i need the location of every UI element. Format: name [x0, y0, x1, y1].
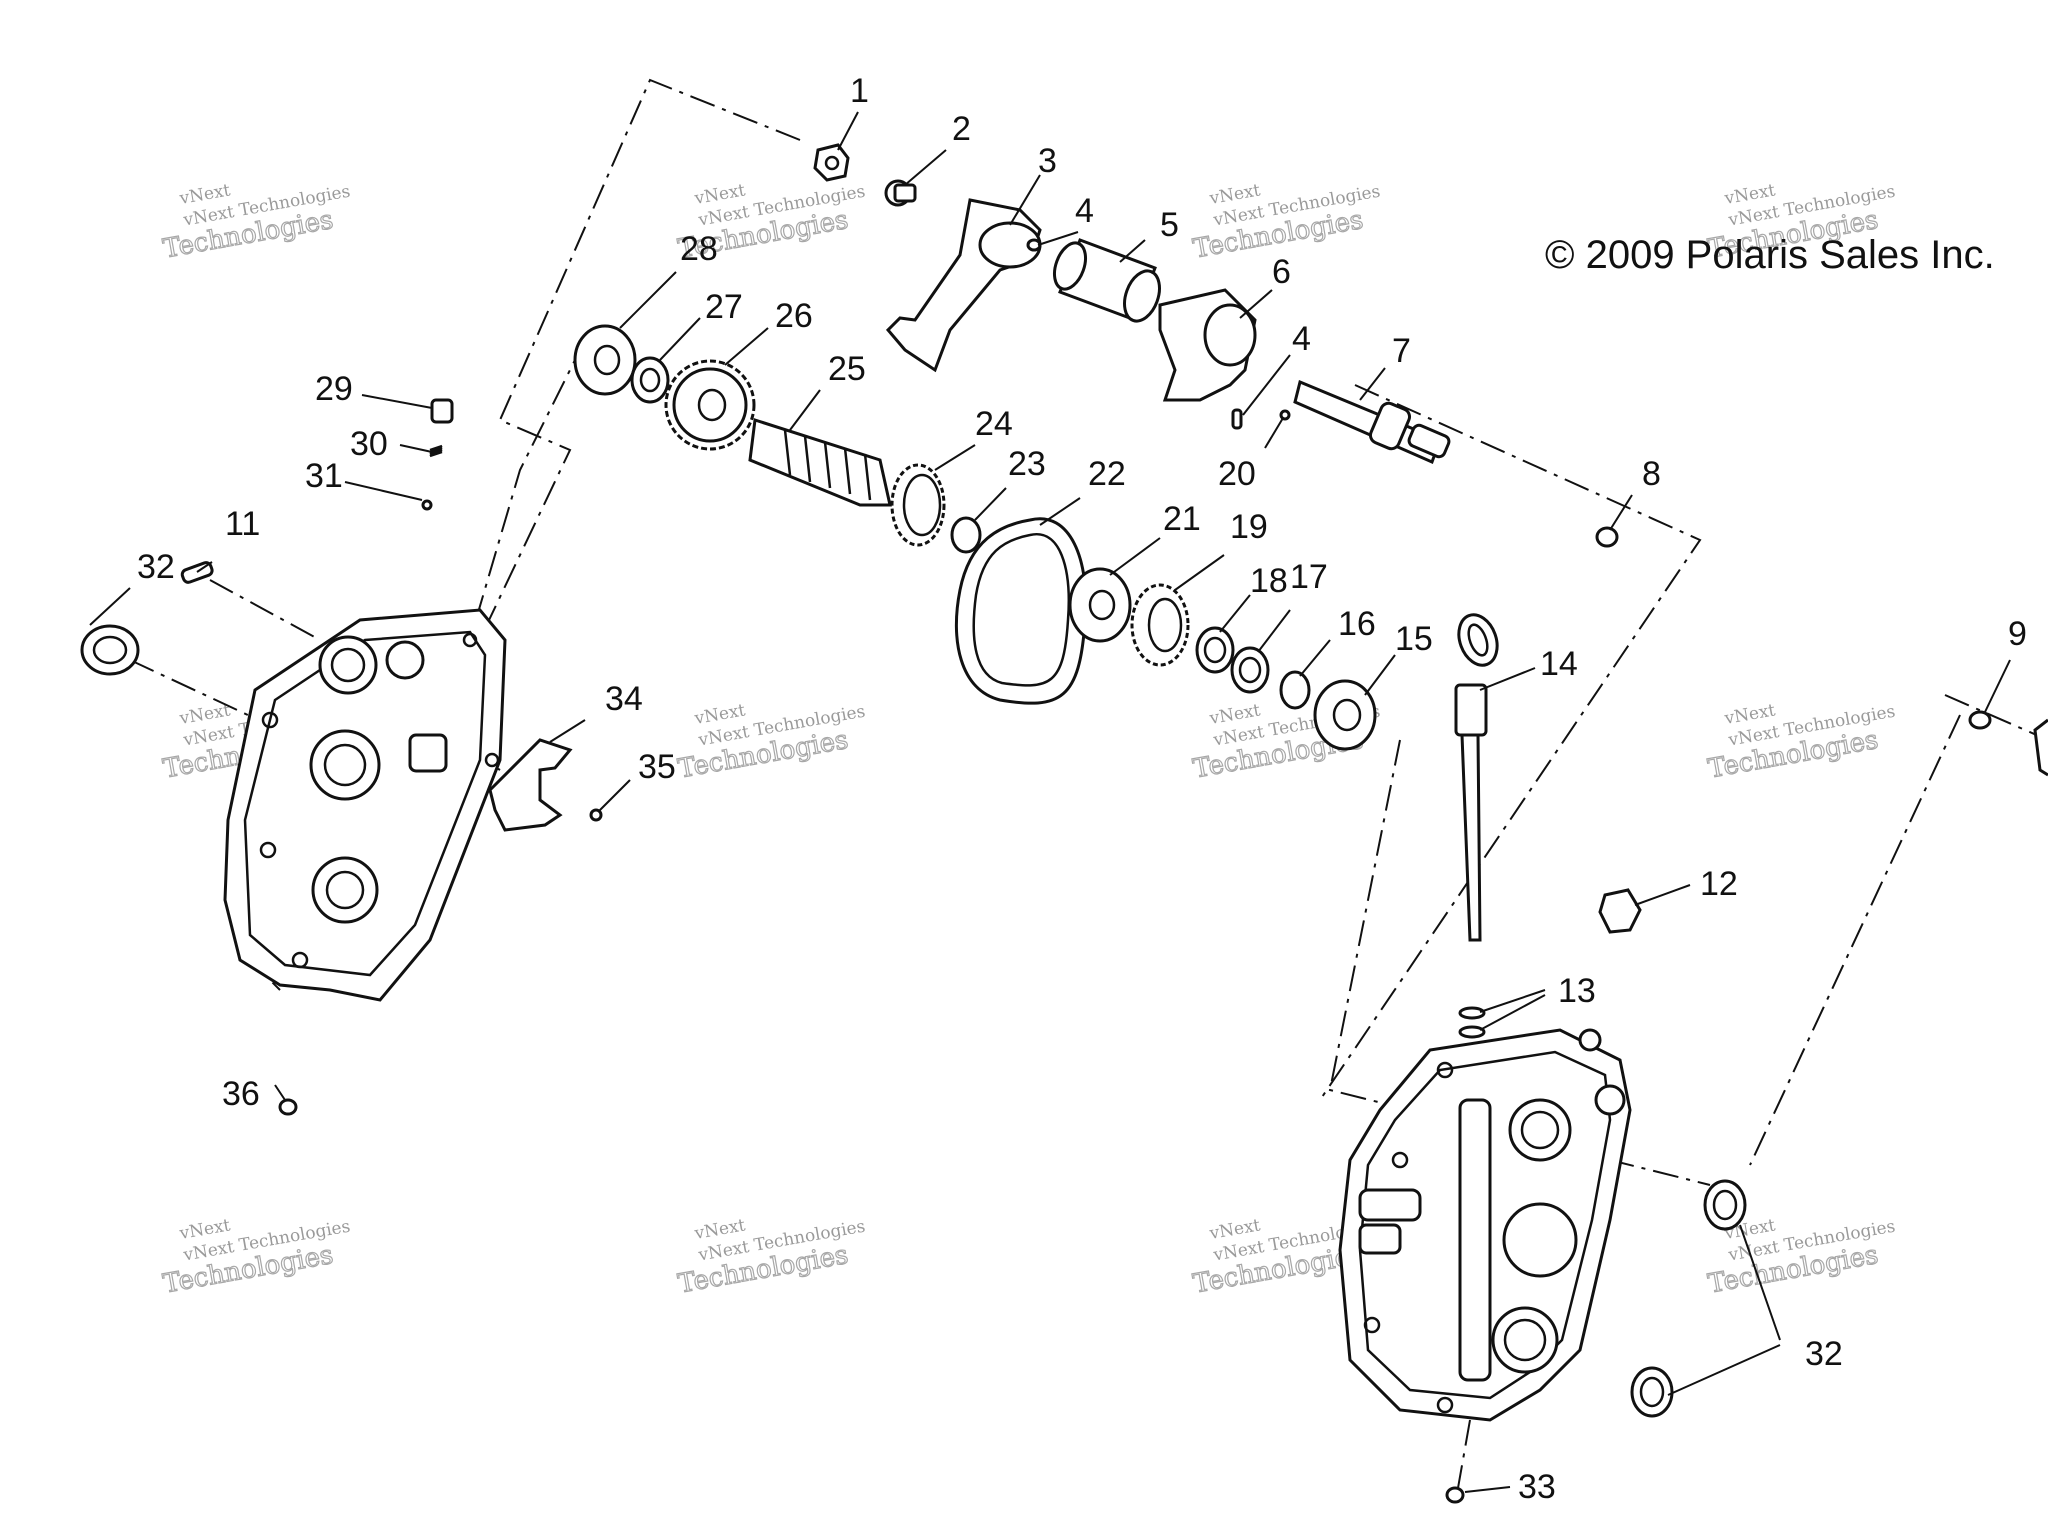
callout-19: 19 — [1230, 508, 1268, 546]
sprocket-21 — [1068, 567, 1132, 643]
gear-24 — [890, 463, 946, 547]
washer-8 — [1595, 526, 1619, 548]
callout-25: 25 — [828, 350, 866, 388]
callout-20: 20 — [1218, 455, 1256, 493]
ball-20 — [1279, 409, 1291, 421]
callout-7: 7 — [1392, 332, 1411, 370]
callout-16: 16 — [1338, 605, 1376, 643]
callout-21: 21 — [1163, 500, 1201, 538]
shift-shaft-5 — [1052, 238, 1161, 323]
seal-32-right-lower — [1630, 1366, 1674, 1418]
seal-32-left — [80, 624, 140, 676]
callout-30: 30 — [350, 425, 388, 463]
bearing-18 — [1195, 626, 1235, 674]
spring-30 — [429, 444, 443, 458]
callout-23: 23 — [1008, 445, 1046, 483]
ball-31 — [421, 499, 433, 511]
callout-36: 36 — [222, 1075, 260, 1113]
callout-17: 17 — [1290, 558, 1328, 596]
callout-13: 13 — [1558, 972, 1596, 1010]
callout-1: 1 — [850, 72, 869, 110]
dowel-36 — [278, 1098, 298, 1116]
callout-34: 34 — [605, 680, 643, 718]
washer-9 — [1968, 710, 2048, 777]
callout-3: 3 — [1038, 142, 1057, 180]
bolt-2 — [884, 179, 917, 207]
dipstick-14 — [1454, 613, 1499, 942]
callout-2: 2 — [952, 110, 971, 148]
callout-14: 14 — [1540, 645, 1578, 683]
drain-plug-12 — [1598, 888, 1642, 934]
callout-26: 26 — [775, 297, 813, 335]
left-gearcase-cover — [223, 608, 507, 1002]
callout-5: 5 — [1160, 206, 1179, 244]
bearing-28 — [573, 324, 637, 396]
leader-lines — [89, 111, 2011, 1493]
callout-22: 22 — [1088, 455, 1126, 493]
callout-24: 24 — [975, 405, 1013, 443]
callout-4-upper: 4 — [1075, 192, 1094, 230]
washer-17 — [1230, 646, 1270, 694]
copyright-text: © 2009 Polaris Sales Inc. — [1545, 233, 1995, 277]
plug-1 — [813, 143, 850, 182]
callout-28: 28 — [680, 230, 718, 268]
callout-15: 15 — [1395, 620, 1433, 658]
callout-12: 12 — [1700, 865, 1738, 903]
bracket-34 — [488, 738, 573, 832]
callout-8: 8 — [1642, 455, 1661, 493]
callout-18: 18 — [1250, 562, 1288, 600]
callout-32-left: 32 — [137, 548, 175, 586]
callout-27: 27 — [705, 288, 743, 326]
callout-6: 6 — [1272, 253, 1291, 291]
snap-ring-23 — [950, 516, 982, 554]
shift-fork-6 — [1158, 288, 1257, 402]
callout-35: 35 — [638, 748, 676, 786]
chain-22 — [954, 517, 1088, 705]
right-gearcase — [1338, 1028, 1632, 1422]
assembly-dash-lines — [129, 78, 2048, 1489]
shift-fork-3 — [885, 198, 1042, 373]
seal-32-right-upper — [1703, 1179, 1747, 1231]
input-shaft-7 — [1293, 379, 1451, 465]
pin-4-lower — [1231, 408, 1243, 430]
o-rings-13 — [1458, 1006, 1486, 1039]
callout-labels: 1 2 3 4 5 6 4 7 8 9 11 12 13 14 15 16 17… — [137, 72, 2027, 1506]
washer-27 — [630, 356, 670, 404]
dowel-33 — [1445, 1486, 1465, 1504]
bearing-15 — [1313, 679, 1377, 751]
callout-31: 31 — [305, 457, 343, 495]
callout-29: 29 — [315, 370, 353, 408]
callout-32-right: 32 — [1805, 1335, 1843, 1373]
callout-4-lower: 4 — [1292, 320, 1311, 358]
snap-ring-16 — [1279, 670, 1311, 710]
plug-29 — [430, 398, 454, 424]
sprocket-26 — [664, 359, 756, 451]
callout-9: 9 — [2008, 615, 2027, 653]
output-shaft-25 — [748, 418, 892, 507]
callout-33: 33 — [1518, 1468, 1556, 1506]
gear-19 — [1130, 583, 1190, 667]
callout-11: 11 — [225, 505, 260, 543]
